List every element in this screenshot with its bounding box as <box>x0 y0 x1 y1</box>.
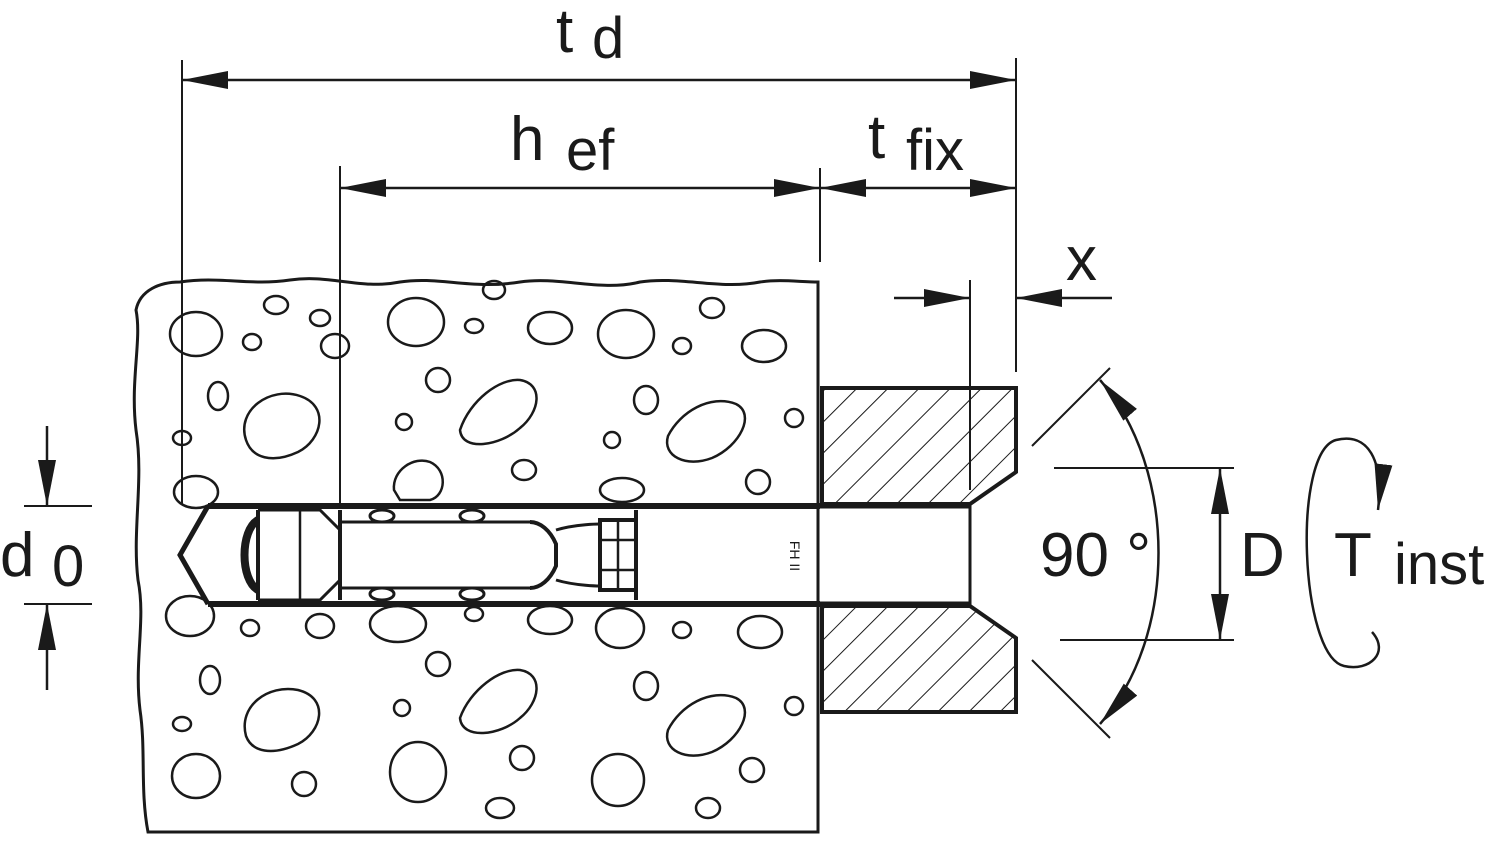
label-tfix-main: t <box>868 103 885 172</box>
label-td-sub: d <box>592 6 624 71</box>
dim-D <box>1054 467 1234 641</box>
label-tinst-sub: inst <box>1394 532 1484 597</box>
aggregate-stones <box>164 279 805 820</box>
label-d0-sub: 0 <box>52 534 84 599</box>
dim-angle <box>1031 367 1160 739</box>
anchor-marking: FH II <box>787 541 803 571</box>
label-d0-main: d <box>0 521 34 590</box>
label-tfix-sub: fix <box>906 118 964 183</box>
label-x: x <box>1066 225 1097 294</box>
label-hef-sub: ef <box>566 118 615 183</box>
label-tinst-main: T <box>1334 521 1372 590</box>
label-D: D <box>1240 521 1285 590</box>
dim-td <box>181 58 1017 505</box>
dim-d0 <box>24 426 92 690</box>
label-hef-main: h <box>510 105 544 174</box>
concrete-block <box>132 277 820 834</box>
fixture-plate <box>820 386 1018 714</box>
label-angle: 90 ° <box>1040 521 1151 590</box>
rotation-arrow-icon <box>1305 437 1393 669</box>
dim-x <box>894 280 1112 490</box>
anchor-bolt <box>177 503 970 607</box>
label-td-main: t <box>556 0 573 66</box>
